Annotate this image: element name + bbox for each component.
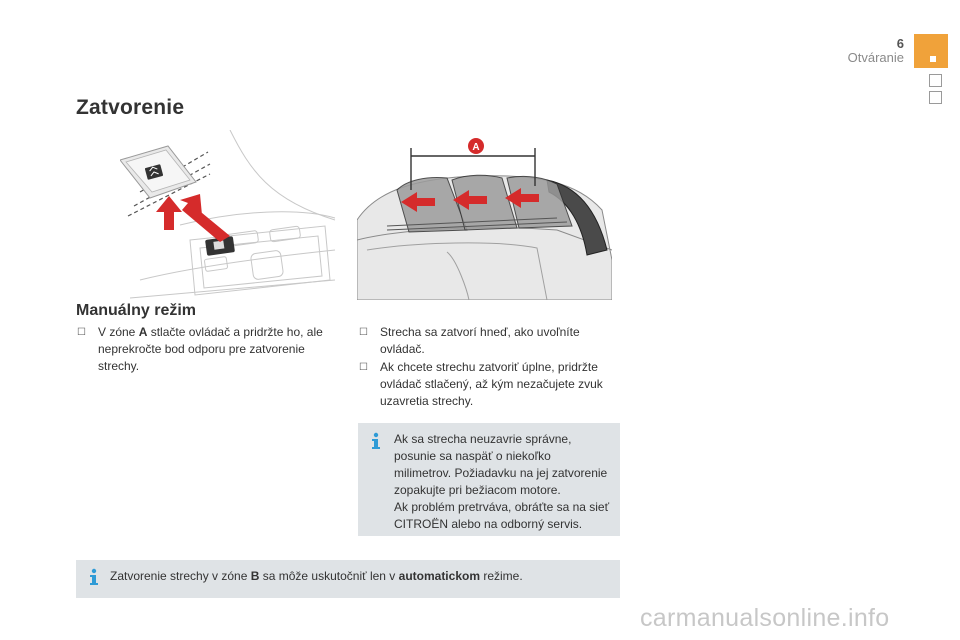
chapter-tab-dot <box>930 56 936 62</box>
roof-switch-illustration <box>120 130 336 299</box>
list-item: ☐ Ak chcete strechu zatvoriť úplne, prid… <box>359 360 603 408</box>
info-line: posunie sa naspäť o niekoľko <box>394 449 551 463</box>
page-number: 6 <box>896 36 904 51</box>
zone-a-label: A <box>472 142 479 153</box>
roof-closing-illustration: A <box>357 130 612 300</box>
zone-a-marker: A <box>468 138 484 154</box>
info-line: Ak sa strecha neuzavrie správne, <box>394 432 572 446</box>
subsection-title: Manuálny režim <box>76 302 197 319</box>
watermark: carmanualsonline.info <box>640 604 890 632</box>
checkbox-bullet-icon: ☐ <box>359 327 368 338</box>
list-item: ☐ V zóne A stlačte ovládač a pridržte ho… <box>77 325 323 373</box>
info-line: CITROËN alebo na odborný servis. <box>394 517 583 531</box>
close-direction-arrow-icon <box>401 188 539 212</box>
info-icon <box>372 432 380 449</box>
section-title: Zatvorenie <box>76 96 185 119</box>
closing-steps: ☐ Strecha sa zatvorí hneď, ako uvoľníte … <box>358 324 620 411</box>
chapter-tab-empty-1[interactable] <box>929 74 942 87</box>
info-line: zopakujte pri bežiacom motore. <box>394 483 561 497</box>
chapter-title: Otváranie <box>847 50 904 65</box>
checkbox-bullet-icon: ☐ <box>77 327 86 338</box>
info-box-roof-malfunction: Ak sa strecha neuzavrie správne, posunie… <box>358 423 620 536</box>
checkbox-bullet-icon: ☐ <box>359 362 368 373</box>
manual-mode-steps: ☐ V zóne A stlačte ovládač a pridržte ho… <box>76 324 338 376</box>
info-box-zone-b: Zatvorenie strechy v zóne B sa môže usku… <box>76 560 620 598</box>
info-line: Ak problém pretrváva, obráťte sa na sieť <box>394 500 610 514</box>
info-icon <box>90 568 98 585</box>
zone-b-note: Zatvorenie strechy v zóne B sa môže usku… <box>110 569 523 583</box>
up-arrow-icon <box>156 194 230 242</box>
chapter-tab-empty-2[interactable] <box>929 91 942 104</box>
list-item: ☐ Strecha sa zatvorí hneď, ako uvoľníte … <box>359 325 580 356</box>
roof-switch-icon <box>120 145 197 199</box>
chapter-tab[interactable] <box>914 34 948 68</box>
info-line: milimetrov. Požiadavku na jej zatvorenie <box>394 466 608 480</box>
